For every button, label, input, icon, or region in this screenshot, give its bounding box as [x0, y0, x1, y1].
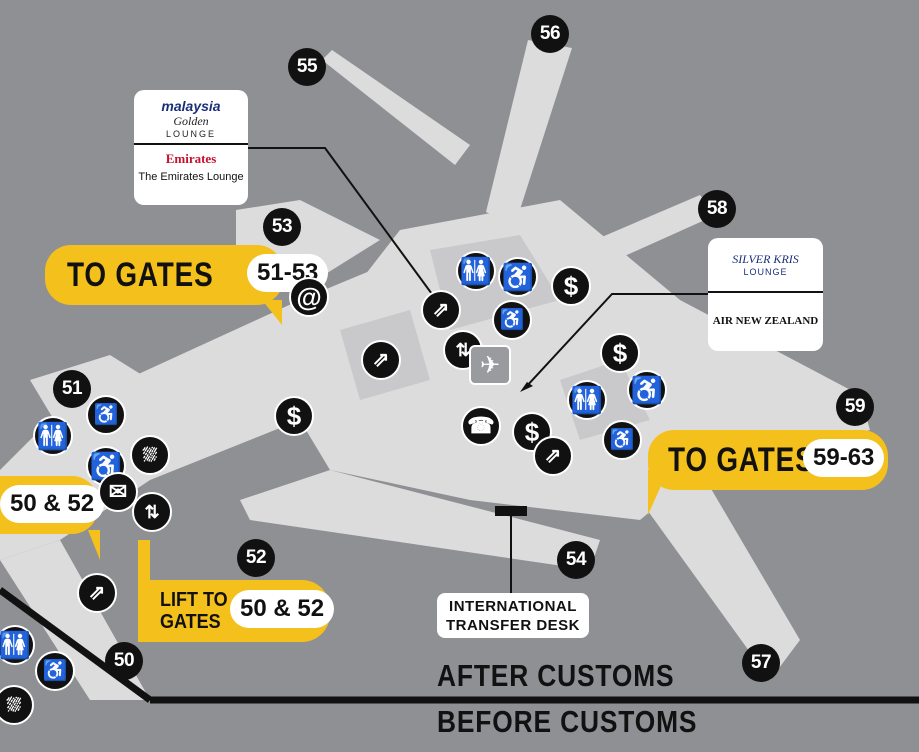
- gate-53-marker[interactable]: 53: [263, 208, 301, 246]
- baby-change-icon[interactable]: ♿: [35, 651, 75, 691]
- shower-icon[interactable]: ⛆: [130, 435, 170, 475]
- silverkris-airnz-lounge-card[interactable]: SILVER KRIS LOUNGE AIR NEW ZEALAND: [708, 238, 823, 351]
- gate-54-marker[interactable]: 54: [557, 541, 595, 579]
- pier-56: [640, 470, 800, 680]
- gate-59-marker[interactable]: 59: [836, 388, 874, 426]
- banner-tab-50-52: [88, 530, 100, 560]
- to-gates-59-63-banner[interactable]: TO GATES 59-63: [648, 430, 888, 490]
- escalator-icon[interactable]: ⇗: [77, 573, 117, 613]
- transfer-desk-line1: INTERNATIONAL: [449, 598, 577, 615]
- baby-change-icon[interactable]: ♿: [602, 420, 642, 460]
- baby-change-icon[interactable]: ♿: [86, 395, 126, 435]
- baby-change-icon[interactable]: ♿: [492, 300, 532, 340]
- air-new-zealand-logo: AIR NEW ZEALAND: [712, 315, 819, 327]
- emirates-lounge-logo: Emirates The Emirates Lounge: [138, 151, 244, 183]
- gate-51-marker[interactable]: 51: [53, 370, 91, 408]
- telephone-icon[interactable]: ☎: [461, 406, 501, 446]
- currency-exchange-icon[interactable]: $: [274, 396, 314, 436]
- currency-exchange-icon[interactable]: $: [600, 333, 640, 373]
- malaysia-emirates-lounge-card[interactable]: malaysia Golden LOUNGE Emirates The Emir…: [134, 90, 248, 205]
- restroom-icon[interactable]: 🚻: [33, 416, 73, 456]
- gate-range-pill: 51-53: [247, 254, 329, 292]
- gates-50-52-banner[interactable]: 50 & 52: [0, 476, 105, 534]
- lift-icon[interactable]: ⇅: [132, 492, 172, 532]
- gate-55-marker[interactable]: 55: [288, 48, 326, 86]
- to-gates-label: TO GATES: [67, 255, 214, 294]
- restroom-icon[interactable]: 🚻: [0, 625, 35, 665]
- gate-52-marker[interactable]: 52: [237, 539, 275, 577]
- silverkris-lounge-logo: SILVER KRIS LOUNGE: [708, 238, 823, 293]
- wheelchair-icon[interactable]: ♿: [498, 257, 538, 297]
- transfer-desk-line2: TRANSFER DESK: [445, 617, 580, 634]
- currency-exchange-icon[interactable]: $: [551, 266, 591, 306]
- gate-57-marker[interactable]: 56: [531, 15, 569, 53]
- to-gates-51-53-banner[interactable]: TO GATES 51-53: [45, 245, 329, 305]
- before-customs-label: BEFORE CUSTOMS: [437, 704, 698, 739]
- pier-57: [486, 40, 572, 225]
- airport-lounge-icon[interactable]: ✈: [469, 345, 511, 385]
- after-customs-label: AFTER CUSTOMS: [437, 658, 675, 693]
- email-internet-icon[interactable]: @: [289, 277, 329, 317]
- gate-range-pill: 50 & 52: [230, 590, 335, 628]
- restroom-icon[interactable]: 🚻: [456, 251, 496, 291]
- transfer-desk-marker: [495, 506, 527, 516]
- to-gates-label: TO GATES: [668, 440, 815, 479]
- escalator-icon[interactable]: ⇗: [361, 340, 401, 380]
- lift-to-gates-banner[interactable]: LIFT TO GATES 50 & 52: [138, 580, 335, 642]
- pier-55: [322, 50, 470, 165]
- gate-range-pill: 59-63: [803, 439, 885, 477]
- restroom-icon[interactable]: 🚻: [567, 380, 607, 420]
- gate-56-marker[interactable]: 57: [742, 644, 780, 682]
- gate-range-pill: 50 & 52: [0, 485, 105, 523]
- gate-50-marker[interactable]: 50: [105, 642, 143, 680]
- escalator-icon[interactable]: ⇗: [421, 290, 461, 330]
- escalator-icon[interactable]: ⇗: [533, 436, 573, 476]
- customs-boundary-diagonal: [0, 587, 153, 703]
- lift-to-label: LIFT TO: [160, 589, 228, 611]
- banner-tab-51-53: [262, 300, 282, 325]
- malaysia-golden-lounge-logo: malaysia Golden LOUNGE: [134, 90, 248, 145]
- international-transfer-desk-label[interactable]: INTERNATIONAL TRANSFER DESK: [437, 593, 589, 638]
- shower-icon[interactable]: ⛆: [0, 685, 34, 725]
- mail-icon[interactable]: ✉: [98, 472, 138, 512]
- gate-58-marker[interactable]: 58: [698, 190, 736, 228]
- wheelchair-icon[interactable]: ♿: [627, 370, 667, 410]
- gates-label: GATES: [160, 611, 221, 633]
